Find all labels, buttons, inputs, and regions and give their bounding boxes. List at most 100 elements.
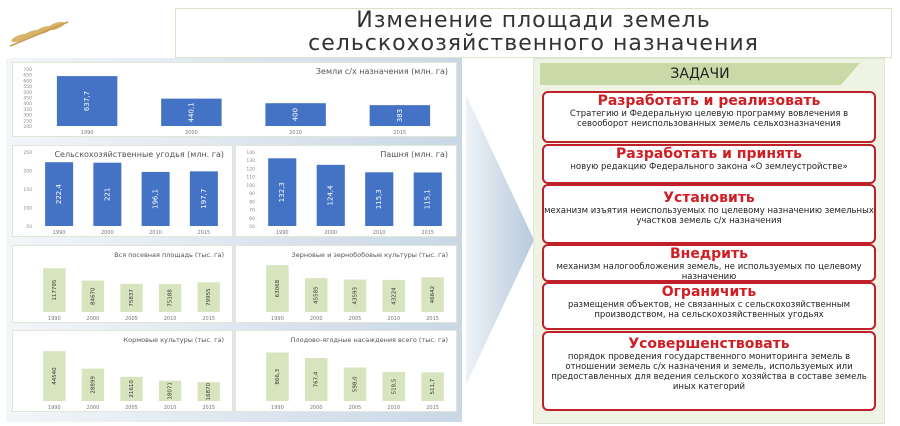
task-text: Стратегию и Федеральную целевую программ… — [569, 109, 849, 129]
bar — [421, 372, 444, 401]
bar — [369, 105, 431, 126]
bar — [141, 171, 170, 226]
x-tick-label: 1990 — [81, 130, 94, 136]
x-tick-label: 1990 — [276, 230, 289, 236]
y-tick-label: 70 — [249, 208, 255, 214]
y-tick-label: 550 — [23, 84, 32, 90]
y-tick-label: 50 — [26, 224, 32, 230]
y-tick-label: 650 — [23, 73, 32, 79]
task-text: порядок проведения государственного мони… — [551, 352, 867, 392]
bar — [304, 278, 328, 312]
y-tick-label: 80 — [249, 199, 255, 205]
data-label: 383 — [396, 109, 404, 122]
chart-svg: Вся посевная площадь (тыс. га)1177951990… — [43, 251, 224, 322]
bar — [158, 284, 182, 312]
data-label: 222,4 — [55, 184, 63, 205]
data-label: 75837 — [129, 289, 135, 307]
x-tick-label: 2010 — [289, 130, 302, 136]
y-tick-label: 100 — [23, 206, 32, 212]
bar — [382, 371, 406, 401]
bar — [56, 76, 118, 126]
bar — [161, 98, 222, 126]
data-label: 196,1 — [152, 189, 160, 209]
x-tick-label: 2000 — [324, 230, 337, 236]
chart-svg: Земли с/х назначения (млн. га)2002503003… — [23, 67, 448, 136]
data-label: 43593 — [353, 287, 359, 305]
bar — [266, 265, 289, 312]
chart-grain: Зерновые и зернобобовые культуры (тыс. г… — [235, 245, 457, 323]
y-tick-label: 120 — [246, 166, 255, 172]
chart-fruit: Плодово-ягодные насаждения всего (тыс. г… — [235, 330, 457, 412]
x-tick-label: 2005 — [125, 316, 138, 322]
bar — [268, 158, 297, 226]
y-tick-label: 110 — [246, 175, 255, 181]
data-label: 44540 — [52, 367, 58, 385]
bar — [266, 352, 289, 401]
chart-svg: Зерновые и зернобобовые культуры (тыс. г… — [266, 251, 448, 322]
bar — [265, 103, 326, 126]
arrow-right-icon — [466, 95, 534, 385]
task-heading: Внедрить — [670, 246, 748, 262]
data-label: 75188 — [168, 289, 174, 307]
x-tick-label: 2000 — [87, 405, 100, 411]
bar — [365, 172, 394, 226]
x-tick-label: 2015 — [426, 405, 439, 411]
y-tick-label: 200 — [23, 169, 32, 175]
y-tick-label: 250 — [23, 118, 32, 124]
bar — [81, 280, 105, 312]
bar — [421, 277, 444, 312]
data-label: 28899 — [90, 376, 96, 394]
chart-svg: Кормовые культуры (тыс. га)4454019902889… — [43, 336, 224, 411]
data-label: 440,1 — [187, 102, 195, 122]
bar — [304, 358, 328, 401]
chart-title: Зерновые и зернобобовые культуры (тыс. г… — [292, 251, 448, 259]
x-tick-label: 2015 — [426, 316, 439, 322]
bar — [343, 367, 367, 401]
y-tick-label: 250 — [23, 150, 32, 156]
task-text: новую редакцию Федерального закона «О зе… — [570, 162, 848, 172]
data-label: 400 — [292, 108, 300, 121]
y-tick-label: 700 — [23, 67, 32, 73]
task-heading: Разработать и принять — [616, 146, 802, 162]
x-tick-label: 1990 — [48, 316, 61, 322]
x-tick-label: 2005 — [349, 316, 362, 322]
data-label: 637,7 — [83, 91, 91, 111]
bar — [120, 376, 143, 401]
chart-svg: Сельскохозяйственные угодья (млн. га)501… — [23, 150, 224, 236]
x-tick-label: 2000 — [310, 316, 323, 322]
title-line-1: Изменение площади земель — [356, 8, 711, 33]
task-heading: Усовершенствовать — [628, 336, 790, 352]
wheat-logo — [9, 8, 70, 48]
data-label: 43224 — [391, 287, 397, 305]
data-label: 21610 — [129, 380, 135, 398]
y-tick-label: 150 — [23, 187, 32, 193]
data-label: 197,7 — [200, 189, 208, 209]
y-tick-label: 100 — [246, 183, 255, 189]
y-tick-label: 50 — [249, 224, 255, 230]
x-tick-label: 1990 — [271, 405, 284, 411]
chart-title: Пашня (млн. га) — [380, 150, 448, 159]
chart-title: Вся посевная площадь (тыс. га) — [114, 251, 224, 259]
x-tick-label: 1990 — [48, 405, 61, 411]
bar — [197, 382, 220, 401]
data-label: 866,3 — [275, 368, 281, 384]
bar — [81, 368, 105, 401]
data-label: 115,3 — [375, 189, 383, 209]
x-tick-label: 2010 — [387, 316, 400, 322]
data-label: 16870 — [206, 382, 212, 400]
tasks-header: ЗАДАЧИ — [540, 63, 860, 85]
x-tick-label: 1990 — [271, 316, 284, 322]
bar — [43, 351, 66, 401]
y-tick-label: 90 — [249, 191, 255, 197]
x-tick-label: 2010 — [373, 230, 386, 236]
task-text: механизм изъятия неиспользуемых по целев… — [544, 206, 874, 226]
